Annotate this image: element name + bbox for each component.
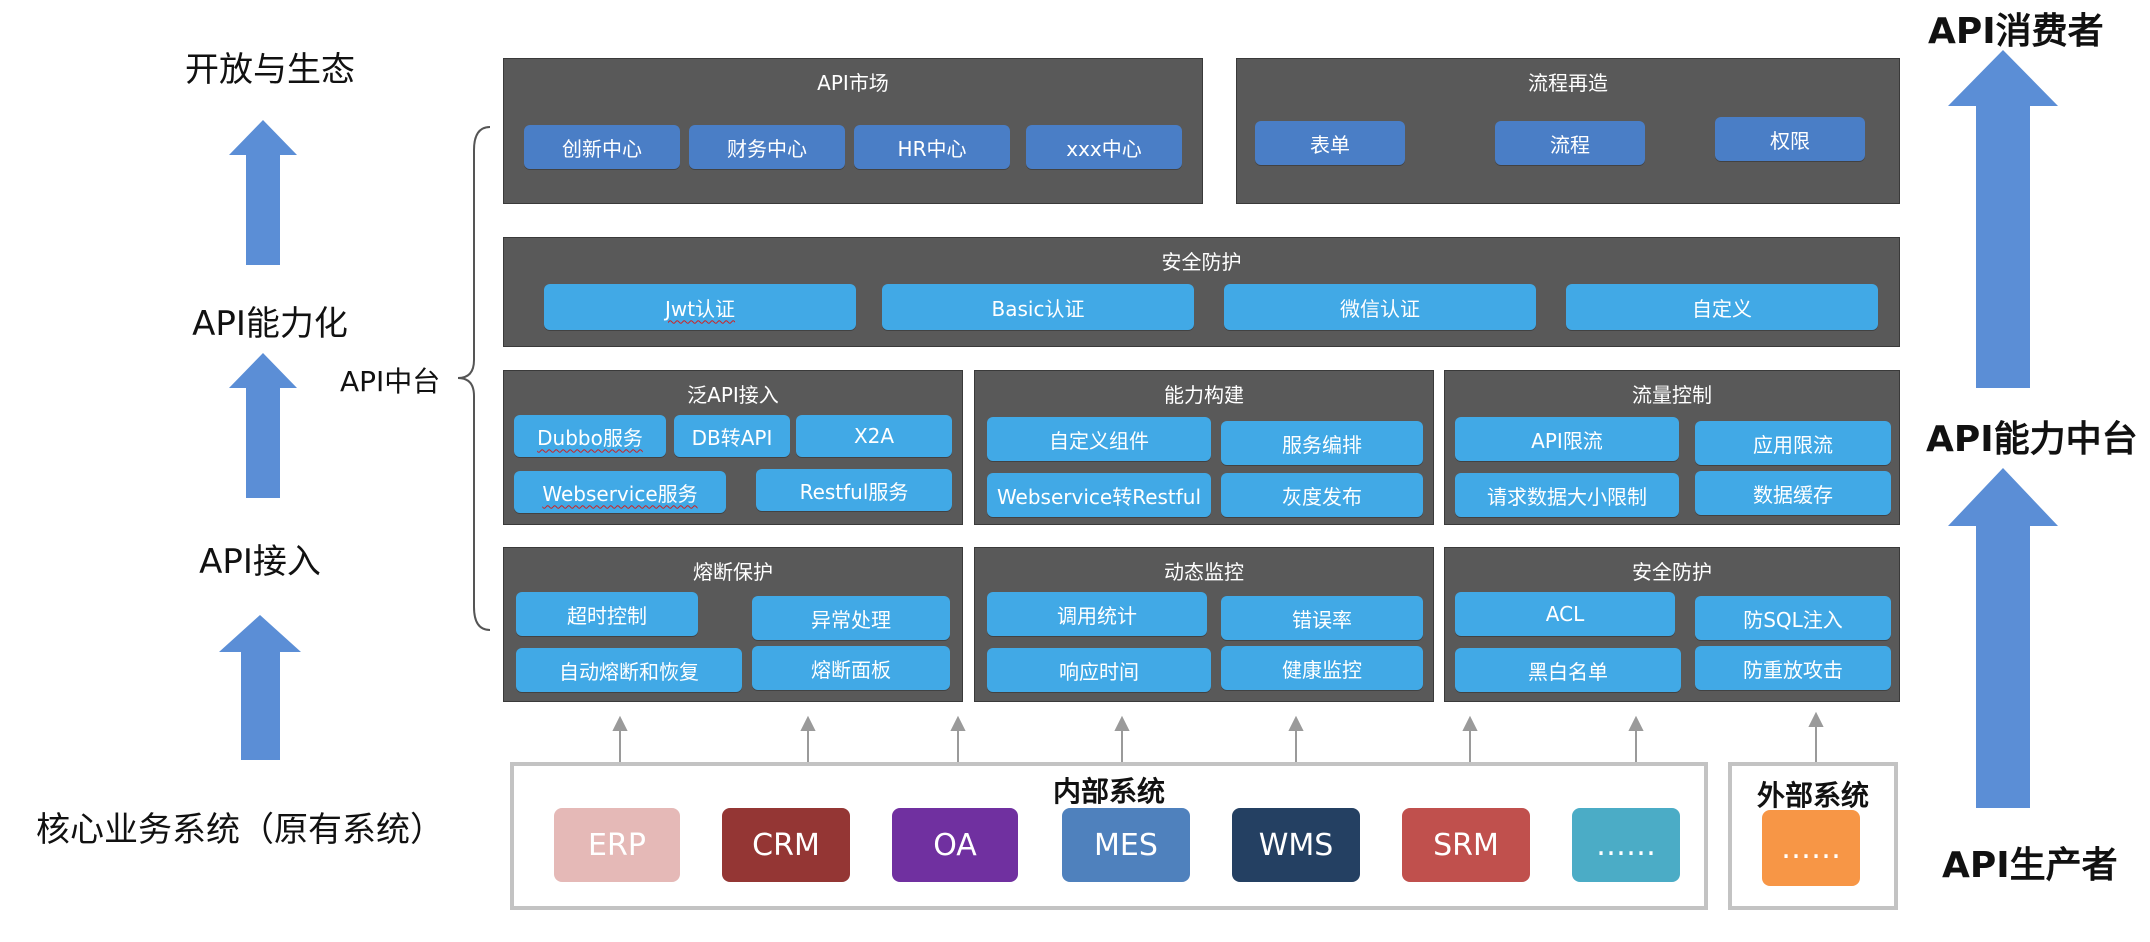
panel-title: 流量控制 xyxy=(1632,383,1712,407)
chip-webservice-to-restful[interactable]: Webservice转Restful xyxy=(987,473,1211,517)
api-middle-bracket xyxy=(457,126,491,631)
panel-title: 动态监控 xyxy=(1164,560,1244,584)
chip-custom-component[interactable]: 自定义组件 xyxy=(987,417,1211,461)
chip-custom-auth[interactable]: 自定义 xyxy=(1566,284,1878,330)
chip-anti-replay[interactable]: 防重放攻击 xyxy=(1695,646,1891,690)
chip-response-time[interactable]: 响应时间 xyxy=(987,648,1211,692)
label-open-ecosystem: 开放与生态 xyxy=(185,50,355,90)
chip-permission[interactable]: 权限 xyxy=(1715,117,1865,161)
frame-title: 外部系统 xyxy=(1756,779,1869,812)
chip-circuit-dashboard[interactable]: 熔断面板 xyxy=(752,646,950,690)
right-arrow-top xyxy=(1948,50,2058,388)
panel-flow-control: 流量控制 API限流 应用限流 请求数据大小限制 数据缓存 xyxy=(1444,370,1900,525)
chip-hr-center[interactable]: HR中心 xyxy=(854,125,1010,169)
label-api-producer: API生产者 xyxy=(1942,845,2118,886)
system-more-internal[interactable]: …… xyxy=(1572,808,1680,882)
panel-title: 能力构建 xyxy=(1164,383,1244,407)
panel-title: 安全防护 xyxy=(1161,250,1242,274)
panel-title: 熔断保护 xyxy=(693,560,773,584)
chip-gray-release[interactable]: 灰度发布 xyxy=(1221,473,1423,517)
chip-form[interactable]: 表单 xyxy=(1255,121,1405,165)
chip-webservice-service[interactable]: Webservice服务 xyxy=(514,471,726,513)
chip-auto-circuit-recovery[interactable]: 自动熔断和恢复 xyxy=(516,648,742,692)
chip-label: Dubbo服务 xyxy=(537,425,643,450)
chip-health-monitor[interactable]: 健康监控 xyxy=(1221,646,1423,690)
chip-anti-sql-injection[interactable]: 防SQL注入 xyxy=(1695,596,1891,640)
right-arrow-bottom xyxy=(1948,468,2058,808)
panel-title: 安全防护 xyxy=(1632,560,1712,584)
chip-black-white-list[interactable]: 黑白名单 xyxy=(1455,648,1681,692)
chip-label: Webservice服务 xyxy=(542,481,698,506)
chip-call-statistics[interactable]: 调用统计 xyxy=(987,592,1207,636)
label-core-systems: 核心业务系统（原有系统） xyxy=(36,810,444,850)
chip-api-rate-limit[interactable]: API限流 xyxy=(1455,417,1679,461)
label-api-consumer: API消费者 xyxy=(1928,11,2104,52)
panel-process: 流程再造 表单 流程 权限 xyxy=(1236,58,1900,204)
frame-title: 内部系统 xyxy=(1052,775,1165,808)
chip-app-rate-limit[interactable]: 应用限流 xyxy=(1695,421,1891,465)
panel-security-auth: 安全防护 Jwt认证 Basic认证 微信认证 自定义 xyxy=(503,237,1900,347)
chip-db-to-api[interactable]: DB转API xyxy=(674,415,790,457)
panel-title: API市场 xyxy=(817,71,889,95)
panel-dynamic-monitor: 动态监控 调用统计 错误率 响应时间 健康监控 xyxy=(974,547,1434,702)
left-arrow-bottom xyxy=(219,615,301,760)
chip-timeout-control[interactable]: 超时控制 xyxy=(516,592,698,636)
chip-dubbo-service[interactable]: Dubbo服务 xyxy=(514,415,666,457)
chip-xxx-center[interactable]: xxx中心 xyxy=(1026,125,1182,169)
left-arrow-middle xyxy=(229,353,297,498)
system-erp[interactable]: ERP xyxy=(554,808,680,882)
chip-data-cache[interactable]: 数据缓存 xyxy=(1695,471,1891,515)
chip-finance-center[interactable]: 财务中心 xyxy=(689,125,845,169)
panel-capability: 能力构建 自定义组件 服务编排 Webservice转Restful 灰度发布 xyxy=(974,370,1434,525)
system-oa[interactable]: OA xyxy=(892,808,1018,882)
chip-request-size-limit[interactable]: 请求数据大小限制 xyxy=(1455,473,1679,517)
chip-error-rate[interactable]: 错误率 xyxy=(1221,596,1423,640)
chip-label: Jwt认证 xyxy=(664,296,736,321)
chip-exception-handling[interactable]: 异常处理 xyxy=(752,596,950,640)
system-mes[interactable]: MES xyxy=(1062,808,1190,882)
system-more-external[interactable]: …… xyxy=(1762,810,1860,886)
panel-security-protect: 安全防护 ACL 防SQL注入 黑白名单 防重放攻击 xyxy=(1444,547,1900,702)
panel-api-access: 泛API接入 Dubbo服务 DB转API X2A Webservice服务 R… xyxy=(503,370,963,525)
chip-service-orchestration[interactable]: 服务编排 xyxy=(1221,421,1423,465)
system-crm[interactable]: CRM xyxy=(722,808,850,882)
chip-restful-service[interactable]: Restful服务 xyxy=(756,469,952,511)
connector-arrows xyxy=(612,711,1824,768)
chip-acl[interactable]: ACL xyxy=(1455,592,1675,636)
label-api-capability: API能力化 xyxy=(192,304,348,344)
system-wms[interactable]: WMS xyxy=(1232,808,1360,882)
panel-title: 流程再造 xyxy=(1528,71,1608,95)
chip-basic-auth[interactable]: Basic认证 xyxy=(882,284,1194,330)
panel-circuit-breaker: 熔断保护 超时控制 异常处理 自动熔断和恢复 熔断面板 xyxy=(503,547,963,702)
label-api-access: API接入 xyxy=(199,542,321,582)
panel-api-market: API市场 创新中心 财务中心 HR中心 xxx中心 xyxy=(503,58,1203,204)
chip-jwt-auth[interactable]: Jwt认证 xyxy=(544,284,856,330)
chip-innovation-center[interactable]: 创新中心 xyxy=(524,125,680,169)
left-arrow-top xyxy=(229,120,297,265)
chip-wechat-auth[interactable]: 微信认证 xyxy=(1224,284,1536,330)
chip-x2a[interactable]: X2A xyxy=(796,415,952,457)
system-srm[interactable]: SRM xyxy=(1402,808,1530,882)
panel-title: 泛API接入 xyxy=(687,383,779,407)
label-api-middle-platform: API中台 xyxy=(340,365,441,398)
chip-workflow[interactable]: 流程 xyxy=(1495,121,1645,165)
label-api-capability-platform: API能力中台 xyxy=(1926,419,2138,460)
